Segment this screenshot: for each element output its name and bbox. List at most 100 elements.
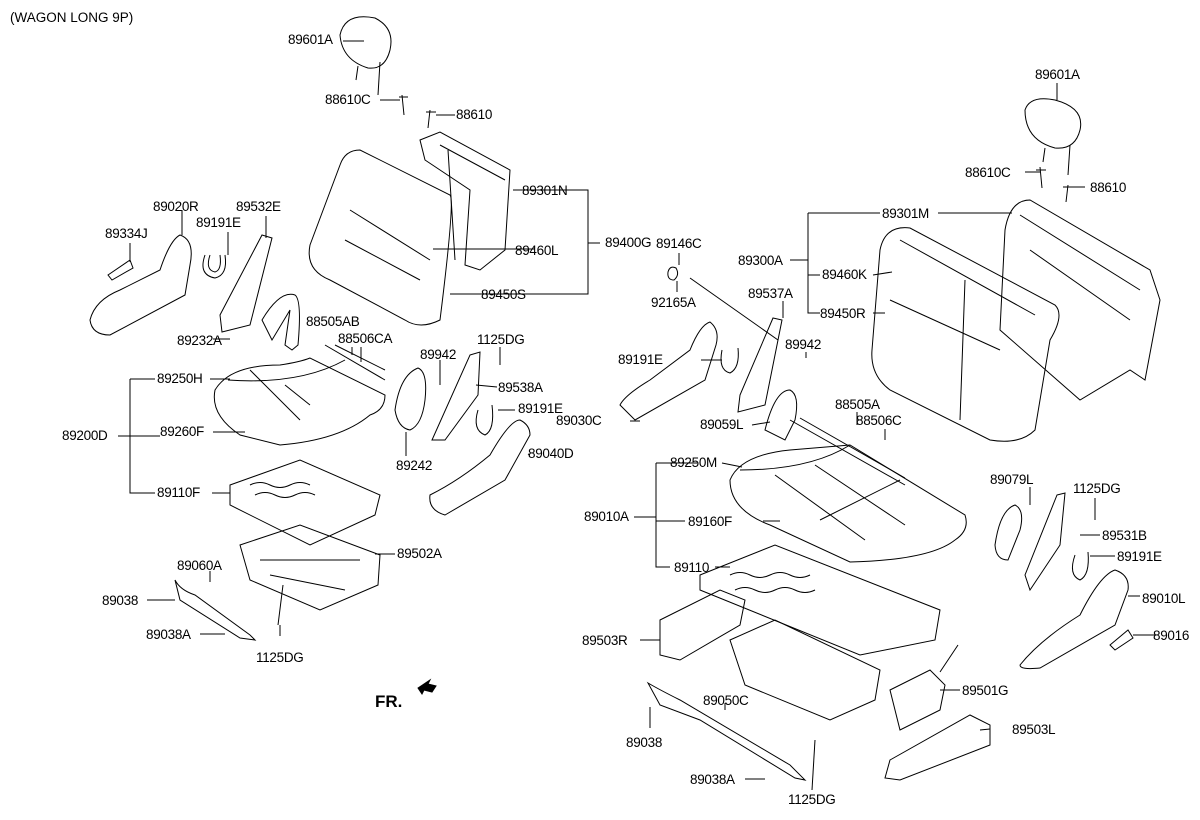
left-cushion-cover <box>213 357 386 446</box>
right-armrest-89030c <box>619 321 718 421</box>
right-handle-89016 <box>1109 629 1134 651</box>
part-label-89191e-left-b[interactable]: 89191E <box>518 401 563 416</box>
part-label-89503l[interactable]: 89503L <box>1012 722 1056 737</box>
part-label-88610-right[interactable]: 88610 <box>1090 180 1127 195</box>
part-label-92165a[interactable]: 92165A <box>651 295 696 310</box>
part-label-89250m[interactable]: 89250M <box>670 455 717 470</box>
left-cover-89232a <box>261 293 300 351</box>
part-label-89191e-right-b[interactable]: 89191E <box>1117 549 1162 564</box>
part-label-89038a-left[interactable]: 89038A <box>146 627 191 642</box>
part-label-89200d[interactable]: 89200D <box>62 428 108 443</box>
right-clip2-89191e <box>1071 551 1089 581</box>
part-label-89146c[interactable]: 89146C <box>656 236 702 251</box>
part-label-89232a[interactable]: 89232A <box>177 333 222 348</box>
part-label-89191e-right-a[interactable]: 89191E <box>618 352 663 367</box>
part-label-88610c-left[interactable]: 88610C <box>325 92 371 107</box>
left-guide-88610 <box>426 109 436 129</box>
part-label-89038a-right[interactable]: 89038A <box>690 772 735 787</box>
right-bracket-89531b <box>1024 492 1066 592</box>
part-label-89503r[interactable]: 89503R <box>582 633 628 648</box>
right-guide-88610 <box>1063 184 1073 203</box>
part-label-89531b[interactable]: 89531B <box>1102 528 1147 543</box>
part-label-89501g[interactable]: 89501G <box>962 683 1009 698</box>
part-label-89260f[interactable]: 89260F <box>160 424 204 439</box>
part-label-89059l[interactable]: 89059L <box>700 417 744 432</box>
left-clip2-89191e <box>475 404 494 436</box>
part-label-89020r[interactable]: 89020R <box>153 199 199 214</box>
part-label-89040d[interactable]: 89040D <box>528 446 574 461</box>
part-label-89460k[interactable]: 89460K <box>822 267 867 282</box>
right-seatback-frame <box>999 199 1161 401</box>
part-label-89450s[interactable]: 89450S <box>481 287 526 302</box>
part-label-1125dg-right-lower[interactable]: 1125DG <box>788 792 836 807</box>
right-leader-lines <box>630 83 1155 780</box>
left-guide-88610c <box>399 94 408 116</box>
right-guide-88610c <box>1036 166 1046 189</box>
right-motor-89501g <box>889 644 959 731</box>
right-cushion-cover <box>729 444 967 563</box>
part-label-89301n[interactable]: 89301N <box>522 183 568 198</box>
left-seat-track <box>239 524 381 611</box>
right-side-panel-89050c <box>646 681 807 781</box>
right-grommet-92165a <box>667 266 679 281</box>
part-label-89110[interactable]: 89110 <box>674 560 710 575</box>
part-label-88506ca[interactable]: 88506CA <box>338 331 393 346</box>
left-rods <box>324 344 386 381</box>
part-label-1125dg-left-lower[interactable]: 1125DG <box>256 650 304 665</box>
right-headrest <box>1024 98 1082 176</box>
part-label-89942-left[interactable]: 89942 <box>420 347 457 362</box>
part-label-88610-left[interactable]: 88610 <box>456 107 493 122</box>
left-side-panel-89040d <box>429 419 531 516</box>
right-side-panel-89010l <box>1019 569 1129 670</box>
part-label-89250h[interactable]: 89250H <box>157 371 203 386</box>
left-side-cover-89060a <box>174 579 257 641</box>
part-label-89010l[interactable]: 89010L <box>1142 591 1186 606</box>
right-recliner-89537a <box>737 317 783 413</box>
right-cover-89059l <box>764 389 798 441</box>
left-seatback-cover <box>308 149 452 326</box>
part-label-89460l[interactable]: 89460L <box>515 243 559 258</box>
part-label-89050c[interactable]: 89050C <box>703 693 749 708</box>
part-label-89242[interactable]: 89242 <box>396 458 433 473</box>
front-arrow-icon <box>417 678 437 695</box>
part-label-89601a-right[interactable]: 89601A <box>1035 67 1080 82</box>
right-seat-track <box>729 619 881 721</box>
part-label-89601a-left[interactable]: 89601A <box>288 32 333 47</box>
left-recliner-89532e <box>219 234 273 333</box>
part-label-89300a[interactable]: 89300A <box>738 253 783 268</box>
part-label-88506c[interactable]: 88506C <box>856 413 902 428</box>
part-label-89110f[interactable]: 89110F <box>157 485 200 500</box>
part-label-89942-right[interactable]: 89942 <box>785 337 822 352</box>
left-bolt-1125dg <box>277 584 284 626</box>
part-label-89010a[interactable]: 89010A <box>584 509 629 524</box>
part-label-89060a[interactable]: 89060A <box>177 558 222 573</box>
part-label-89301m[interactable]: 89301M <box>882 206 929 221</box>
part-label-88505ab[interactable]: 88505AB <box>306 314 360 329</box>
part-label-1125dg-left-upper[interactable]: 1125DG <box>477 332 525 347</box>
left-cushion-frame <box>229 459 381 546</box>
part-label-88505a[interactable]: 88505A <box>835 397 880 412</box>
part-label-89038-right[interactable]: 89038 <box>626 735 663 750</box>
part-label-89016[interactable]: 89016 <box>1153 628 1190 643</box>
part-label-89160f[interactable]: 89160F <box>688 514 732 529</box>
left-bracket-89538a <box>431 351 481 441</box>
part-label-89400g[interactable]: 89400G <box>605 235 652 250</box>
right-side-cover-89503r <box>659 589 746 661</box>
part-label-89537a[interactable]: 89537A <box>748 286 793 301</box>
part-label-89450r[interactable]: 89450R <box>820 306 866 321</box>
part-label-1125dg-right-upper[interactable]: 1125DG <box>1073 481 1121 496</box>
part-label-89079l[interactable]: 89079L <box>990 472 1034 487</box>
left-inner-cover-89242 <box>394 367 427 431</box>
part-label-89038-left[interactable]: 89038 <box>102 593 139 608</box>
right-clip-89191e <box>720 347 739 374</box>
left-leader-lines <box>118 40 600 636</box>
part-label-89502a[interactable]: 89502A <box>397 546 442 561</box>
part-label-89538a[interactable]: 89538A <box>498 380 543 395</box>
part-label-89191e-left-a[interactable]: 89191E <box>196 215 241 230</box>
part-label-88610c-right[interactable]: 88610C <box>965 165 1011 180</box>
part-label-89532e[interactable]: 89532E <box>236 199 281 214</box>
part-label-89334j[interactable]: 89334J <box>105 226 148 241</box>
part-label-89030c[interactable]: 89030C <box>556 413 602 428</box>
